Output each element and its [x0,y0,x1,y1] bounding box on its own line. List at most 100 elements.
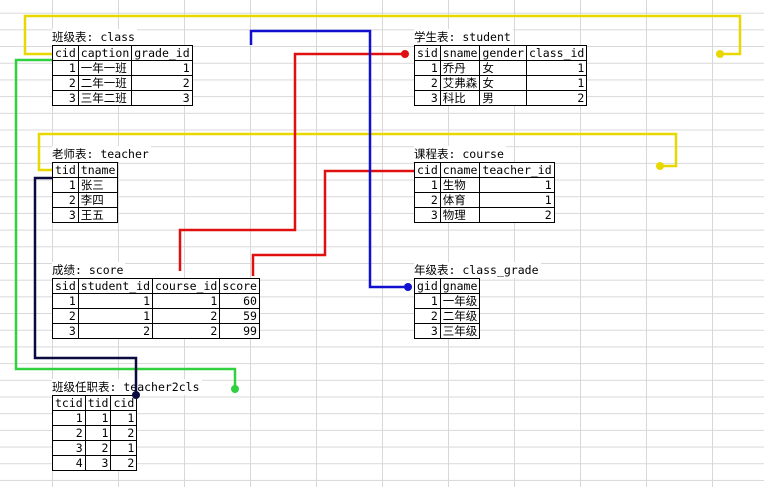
column-header: course_id [152,278,221,294]
table-cell: 59 [219,308,260,324]
table-cell: 3 [52,440,86,456]
table-cell: 2 [52,425,86,441]
table-cell: 1 [77,293,154,309]
table-cell: 1 [52,177,79,193]
table-cell: 2 [52,192,79,208]
table-cell: 科比 [439,90,481,106]
table-grid: sid sname gender class_id 1 乔丹 女 1 2 艾弗森… [414,45,588,106]
table-cell: 2 [479,207,555,223]
table-cell: 3 [52,323,79,339]
table-row: 2 李四 [52,192,119,208]
table-cell: 1 [110,410,138,426]
column-header: tid [84,395,112,411]
table-grid: cid caption grade_id 1 一年一班 1 2 二年一班 2 3… [52,45,193,106]
table-cell: 艾弗森 [439,75,481,91]
table-cell: 1 [414,293,441,309]
table-cell: 女 [479,75,527,91]
table-cell: 生物 [439,177,481,193]
table-row: 4 3 2 [52,455,138,471]
table-cell: 1 [414,60,441,76]
table-cell: 1 [52,410,86,426]
column-header: tid [52,162,79,178]
column-header: grade_id [131,45,193,61]
table-cell: 2 [84,440,112,456]
table-cell: 3 [84,455,112,471]
table-cell: 2 [52,75,79,91]
table-title: 学生表: student [414,29,513,45]
table-grid: tcid tid cid 1 1 1 2 1 2 3 2 1 4 3 2 [52,395,138,471]
table-row: 1 生物 1 [414,177,555,193]
column-header: gid [414,278,441,294]
column-header: cid [110,395,138,411]
column-header: cname [439,162,481,178]
column-header: cid [414,162,441,178]
table-cell: 物理 [439,207,481,223]
table-row: 2 艾弗森 女 1 [414,75,588,91]
header-row: cid cname teacher_id [414,162,555,178]
table-cell: 一年一班 [77,60,133,76]
table-title: 班级任职表: teacher2cls [52,379,202,395]
table-cell: 3 [414,90,441,106]
table-cell: 2 [414,75,441,91]
column-header: student_id [77,278,154,294]
table-cell: 1 [152,293,221,309]
column-header: sid [52,278,79,294]
table-row: 3 物理 2 [414,207,555,223]
table-grid: tid tname 1 张三 2 李四 3 王五 [52,162,119,223]
table-cell: 1 [52,60,79,76]
table-cell: 2 [110,455,138,471]
table-cell: 3 [131,90,193,106]
table-cell: 三年二班 [77,90,133,106]
table-cell: 1 [479,192,555,208]
table-cell: 二年级 [439,308,481,324]
table-cell: 1 [525,60,588,76]
table-row: 1 一年级 [414,293,481,309]
column-header: sname [439,45,481,61]
table-cell: 2 [152,323,221,339]
table-cell: 3 [414,207,441,223]
table-cell: 99 [219,323,260,339]
table-cell: 2 [131,75,193,91]
table-cell: 3 [414,323,441,339]
table-cell: 2 [414,308,441,324]
table-row: 1 张三 [52,177,119,193]
table-cell: 二年一班 [77,75,133,91]
table-cell: 张三 [77,177,119,193]
column-header: caption [77,45,133,61]
column-header: tname [77,162,119,178]
table-cell: 60 [219,293,260,309]
table-cell: 1 [525,75,588,91]
table-title: 班级表: class [52,29,137,45]
table-cell: 3 [52,207,79,223]
table-cell: 3 [52,90,79,106]
table-grid: cid cname teacher_id 1 生物 1 2 体育 1 3 物理 … [414,162,555,223]
table-title: 课程表: course [414,146,506,162]
table-cell: 2 [525,90,588,106]
table-cell: 2 [77,323,154,339]
header-row: cid caption grade_id [52,45,193,61]
table-row: 2 二年级 [414,308,481,324]
table-cell: 2 [52,308,79,324]
table-cell: 2 [110,425,138,441]
table-cell: 2 [414,192,441,208]
table-cell: 三年级 [439,323,481,339]
table-row: 2 1 2 59 [52,308,260,324]
table-cell: 1 [84,425,112,441]
table-row: 1 一年一班 1 [52,60,193,76]
table-title: 老师表: teacher [52,146,151,162]
table-cell: 李四 [77,192,119,208]
table-row: 1 1 1 [52,410,138,426]
table-row: 3 2 1 [52,440,138,456]
column-header: cid [52,45,79,61]
table-grid: sid student_id course_id score 1 1 1 60 … [52,278,260,339]
column-header: tcid [52,395,86,411]
header-row: gid gname [414,278,481,294]
table-cell: 1 [414,177,441,193]
table-row: 1 乔丹 女 1 [414,60,588,76]
table-cell: 1 [52,293,79,309]
column-header: sid [414,45,441,61]
column-header: gname [439,278,481,294]
table-cell: 乔丹 [439,60,481,76]
table-row: 1 1 1 60 [52,293,260,309]
table-row: 2 体育 1 [414,192,555,208]
